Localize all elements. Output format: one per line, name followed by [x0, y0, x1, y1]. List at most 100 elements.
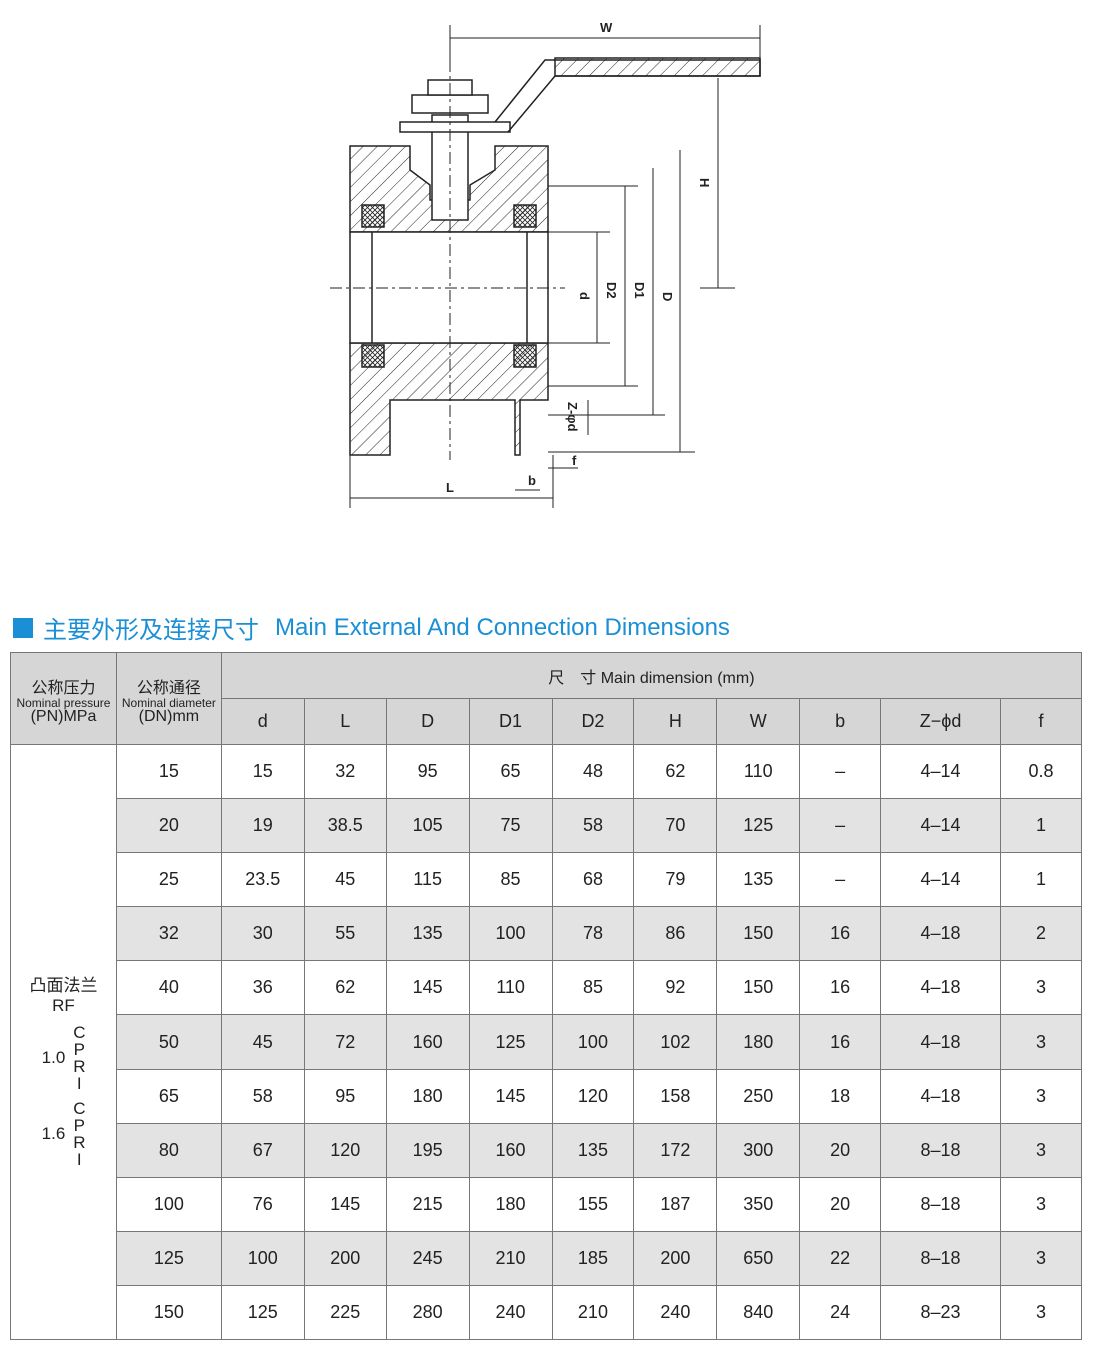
column-header: D2: [551, 698, 635, 745]
cell-4: 135: [551, 1122, 635, 1178]
cell-1: 55: [303, 906, 387, 962]
cell-8: 4–18: [880, 1014, 1001, 1070]
cell-7: 16: [799, 960, 882, 1016]
cell-1: 225: [303, 1284, 387, 1341]
cell-3: 240: [468, 1284, 553, 1341]
cell-6: 250: [716, 1068, 801, 1124]
column-header: Z−ϕd: [880, 698, 1001, 745]
cell-5: 70: [633, 798, 718, 854]
cell-3: 85: [468, 852, 553, 908]
cell-2: 180: [385, 1068, 470, 1124]
cell-dn: 50: [115, 1014, 222, 1070]
cell-2: 245: [385, 1230, 470, 1286]
column-header: W: [716, 698, 801, 745]
cell-1: 45: [303, 852, 387, 908]
label-h: H: [697, 178, 712, 187]
cell-9: 1: [999, 798, 1083, 854]
cell-5: 86: [633, 906, 718, 962]
cell-4: 78: [551, 906, 635, 962]
cell-6: 840: [716, 1284, 801, 1341]
cell-5: 158: [633, 1068, 718, 1124]
column-header: H: [633, 698, 718, 745]
cell-dn: 125: [115, 1230, 222, 1286]
cell-5: 200: [633, 1230, 718, 1286]
cell-3: 210: [468, 1230, 553, 1286]
cell-dn: 25: [115, 852, 222, 908]
cell-dn: 20: [115, 798, 222, 854]
cell-6: 300: [716, 1122, 801, 1178]
cell-0: 36: [220, 960, 305, 1016]
cell-3: 100: [468, 906, 553, 962]
cell-8: 4–18: [880, 906, 1001, 962]
cell-1: 145: [303, 1176, 387, 1232]
label-b: b: [528, 473, 536, 488]
cell-7: 18: [799, 1068, 882, 1124]
cell-9: 3: [999, 1176, 1083, 1232]
cell-7: 20: [799, 1176, 882, 1232]
label-d1: D1: [632, 282, 647, 299]
cell-7: –: [799, 798, 882, 854]
cell-6: 350: [716, 1176, 801, 1232]
cell-1: 200: [303, 1230, 387, 1286]
column-header: D1: [468, 698, 553, 745]
cell-4: 100: [551, 1014, 635, 1070]
cell-0: 76: [220, 1176, 305, 1232]
label-d2: D2: [604, 282, 619, 299]
cell-8: 4–18: [880, 960, 1001, 1016]
cell-2: 280: [385, 1284, 470, 1341]
cell-3: 110: [468, 960, 553, 1016]
flange-type-cn: 凸面法兰: [29, 976, 98, 996]
cell-8: 4–14: [880, 798, 1001, 854]
section-title-en: Main External And Connection Dimensions: [275, 613, 730, 641]
cell-4: 185: [551, 1230, 635, 1286]
cell-9: 3: [999, 960, 1083, 1016]
cell-1: 38.5: [303, 798, 387, 854]
cell-3: 125: [468, 1014, 553, 1070]
title-square-icon: [13, 617, 33, 638]
cell-3: 160: [468, 1122, 553, 1178]
cell-0: 15: [220, 743, 305, 800]
cell-7: –: [799, 852, 882, 908]
cell-4: 120: [551, 1068, 635, 1124]
cell-5: 172: [633, 1122, 718, 1178]
ball-valve-drawing: W H d D2 D1 D Z-φd f b L: [330, 20, 761, 508]
cell-2: 195: [385, 1122, 470, 1178]
cell-3: 65: [468, 743, 553, 800]
cell-5: 79: [633, 852, 718, 908]
cell-1: 72: [303, 1014, 387, 1070]
column-header: f: [999, 698, 1083, 745]
pressure-value: 1.0: [41, 1048, 66, 1068]
pressure-value: 1.6: [41, 1124, 66, 1144]
label-l: L: [446, 480, 454, 495]
cell-9: 3: [999, 1284, 1083, 1341]
cell-7: 22: [799, 1230, 882, 1286]
cell-2: 105: [385, 798, 470, 854]
cell-4: 155: [551, 1176, 635, 1232]
cell-9: 3: [999, 1068, 1083, 1124]
cell-6: 125: [716, 798, 801, 854]
cell-1: 32: [303, 743, 387, 800]
cell-0: 67: [220, 1122, 305, 1178]
column-header: d: [220, 698, 305, 745]
cell-2: 145: [385, 960, 470, 1016]
cell-8: 8–23: [880, 1284, 1001, 1341]
column-header: L: [303, 698, 387, 745]
header-main-dimension: 尺 寸 Main dimension (mm): [220, 652, 1083, 699]
cell-2: 135: [385, 906, 470, 962]
cell-7: –: [799, 743, 882, 800]
column-header: b: [799, 698, 882, 745]
cell-8: 8–18: [880, 1230, 1001, 1286]
cell-9: 3: [999, 1014, 1083, 1070]
cell-9: 3: [999, 1230, 1083, 1286]
cell-6: 135: [716, 852, 801, 908]
